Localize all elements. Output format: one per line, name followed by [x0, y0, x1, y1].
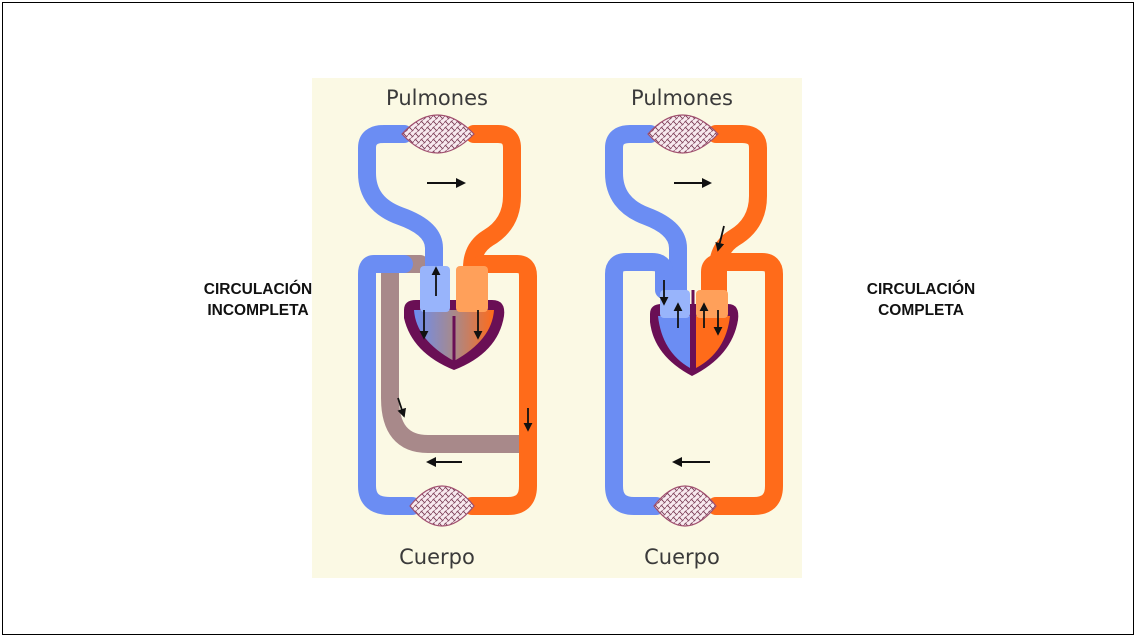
organ-label-pulmones: Pulmones [631, 86, 733, 110]
label-line-1: CIRCULACIÓN [841, 279, 1001, 300]
organ-label-pulmones: Pulmones [386, 86, 488, 110]
label-circulacion-completa: CIRCULACIÓN COMPLETA [841, 279, 1001, 321]
heart-atrium-right [456, 266, 488, 312]
heart-atrium-left [420, 266, 450, 312]
heart-atrium-left [696, 290, 728, 318]
circulation-diagram: Pulmones Cuerpo [312, 78, 802, 578]
organ-label-cuerpo: Cuerpo [644, 545, 720, 569]
organ-label-cuerpo: Cuerpo [399, 545, 475, 569]
label-line-2: COMPLETA [841, 300, 1001, 321]
